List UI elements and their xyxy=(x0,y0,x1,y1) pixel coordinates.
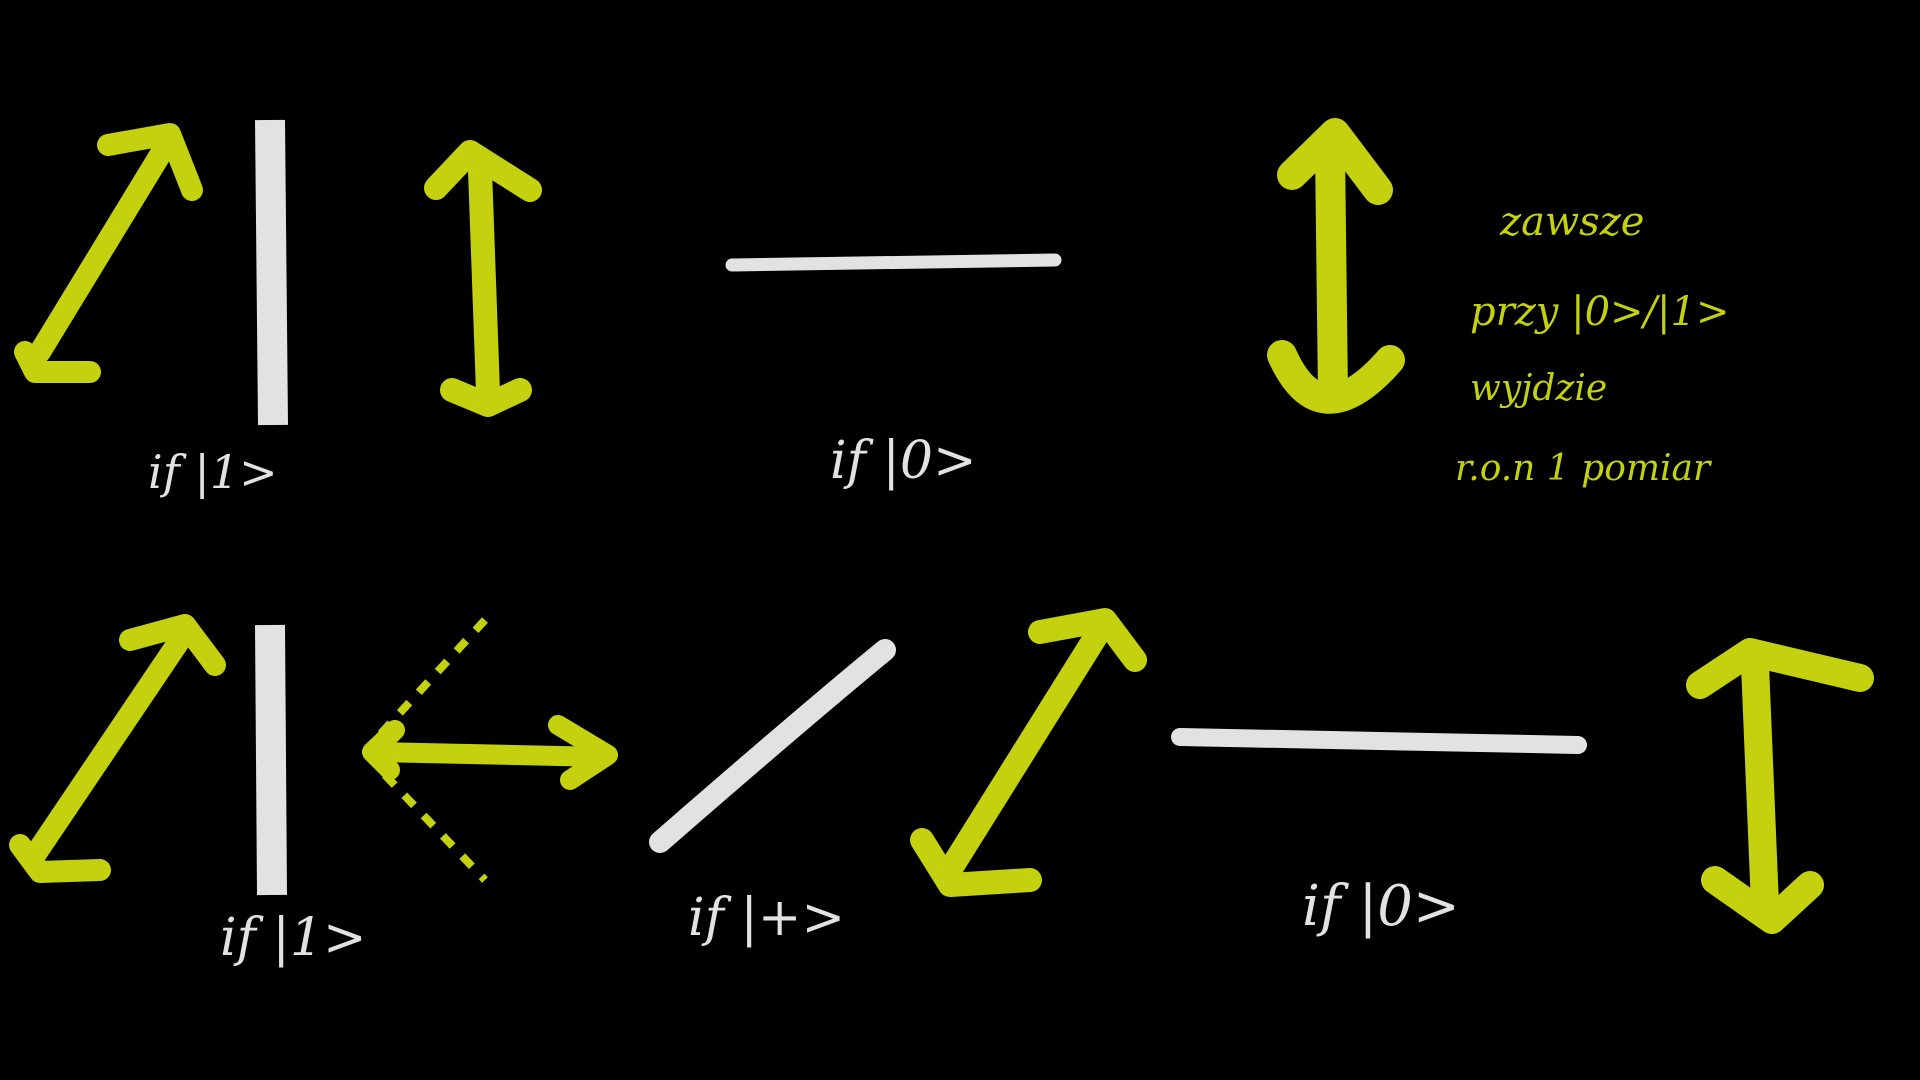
label-bottom-center: if |+> xyxy=(688,888,845,948)
note-line-3: wyjdzie xyxy=(1470,368,1607,409)
note-line-1: zawsze xyxy=(1499,199,1644,245)
bottom-center-diagonal-arrow xyxy=(910,608,1147,897)
top-diagonal-arrow xyxy=(14,123,203,383)
label-bottom-right: if |0> xyxy=(1302,874,1460,939)
bottom-right-vertical-arrow xyxy=(1686,638,1874,934)
note-line-4: r.o.n 1 pomiar xyxy=(1455,448,1712,489)
bottom-vertical-bar xyxy=(255,624,287,896)
label-bottom-left: if |1> xyxy=(220,908,367,968)
dashed-guides xyxy=(372,617,488,883)
note-line-2: przy |0>/|1> xyxy=(1470,289,1729,335)
bottom-diagonal-line xyxy=(649,639,896,853)
bottom-diagonal-arrow xyxy=(9,614,226,883)
label-top-center: if |0> xyxy=(830,431,977,491)
bottom-horizontal-line xyxy=(1171,728,1587,754)
label-top-left: if |1> xyxy=(148,445,278,499)
bottom-horizontal-arrow xyxy=(362,715,618,790)
top-right-vertical-arrow xyxy=(1267,118,1405,414)
top-vertical-bar xyxy=(255,119,288,426)
top-horizontal-line xyxy=(725,253,1062,272)
top-vertical-arrow xyxy=(424,140,542,417)
handwritten-note: zawsze przy |0>/|1> wyjdzie r.o.n 1 pomi… xyxy=(1455,199,1729,489)
